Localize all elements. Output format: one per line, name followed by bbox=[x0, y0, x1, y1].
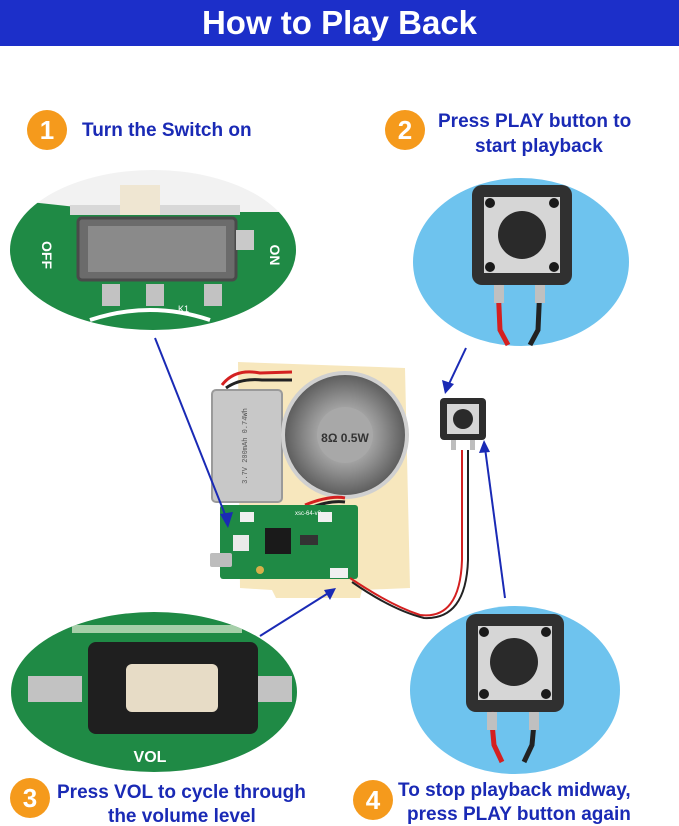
speaker-label: 8Ω 0.5W bbox=[321, 431, 369, 445]
play-button-photo bbox=[413, 178, 629, 347]
header-banner: How to Play Back bbox=[0, 0, 679, 46]
step-2-line2: start playback bbox=[475, 136, 603, 157]
arrows bbox=[154, 337, 506, 637]
step-1-badge: 1 bbox=[27, 110, 67, 150]
switch-off-label: OFF bbox=[39, 241, 55, 269]
small-play-button-photo bbox=[440, 398, 486, 450]
page-title: How to Play Back bbox=[201, 4, 478, 41]
switch-on-label: ON bbox=[267, 245, 283, 266]
vol-label: VOL bbox=[134, 749, 167, 766]
vol-button-closeup-photo bbox=[11, 612, 297, 772]
step-3-line2: the volume level bbox=[108, 806, 256, 826]
step-3-badge: 3 bbox=[10, 778, 50, 818]
step-3-line1: Press VOL to cycle through bbox=[57, 782, 306, 803]
step-4-line1: To stop playback midway, bbox=[398, 780, 631, 801]
step-2-line1: Press PLAY button to bbox=[438, 111, 632, 132]
step-2-badge: 2 bbox=[385, 110, 425, 150]
step-4-line2: press PLAY button again bbox=[407, 804, 631, 825]
stop-button-photo bbox=[410, 606, 620, 774]
switch-closeup-photo bbox=[10, 170, 296, 330]
board-id-label: xsc-64-v2 bbox=[295, 511, 322, 517]
step-4-badge: 4 bbox=[353, 780, 393, 820]
step-1-text: Turn the Switch on bbox=[82, 120, 252, 141]
sound-module-photo: 3.7V 200mAh 0.74Wh 8Ω 0.5W xsc-64-v2 bbox=[210, 362, 469, 620]
switch-k1-label: K1 bbox=[178, 304, 189, 314]
battery-label: 3.7V 200mAh 0.74Wh bbox=[242, 408, 250, 484]
